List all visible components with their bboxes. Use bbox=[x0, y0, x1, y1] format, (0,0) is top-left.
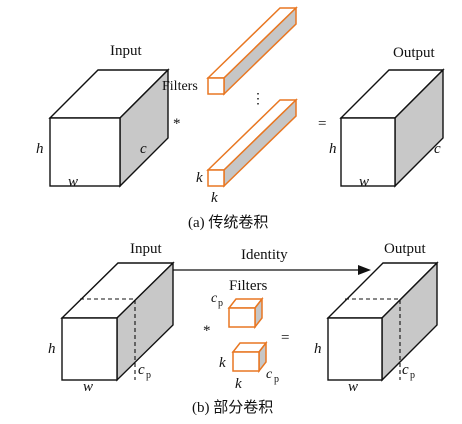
cp-label-b-out-p: p bbox=[410, 370, 415, 381]
width-label-a-out: w bbox=[359, 174, 369, 190]
width-label-b-out: w bbox=[348, 379, 358, 395]
filters-label-b: Filters bbox=[229, 278, 267, 294]
height-label-b-out: h bbox=[314, 341, 322, 357]
cp-label-b-p: p bbox=[146, 370, 151, 381]
cp-label-filter-b-top-p: p bbox=[218, 298, 223, 309]
width-label-b: w bbox=[83, 379, 93, 395]
cp-label-filter-b-bottom-c: c bbox=[266, 367, 273, 382]
channel-label-a: c bbox=[140, 141, 147, 157]
caption-a: (a) 传统卷积 bbox=[188, 214, 268, 231]
cp-label-filter-b-bottom-p: p bbox=[274, 374, 279, 385]
output-cube-b-front bbox=[327, 317, 383, 381]
input-cube-b-front bbox=[61, 317, 118, 381]
filters-label-a: Filters bbox=[162, 79, 198, 94]
input-cube-a bbox=[48, 68, 170, 188]
height-label-b: h bbox=[48, 341, 56, 357]
filter-top-b bbox=[227, 296, 264, 330]
output-cube-a bbox=[339, 68, 445, 188]
identity-arrow-head bbox=[358, 265, 371, 275]
convolution-star-b: * bbox=[203, 323, 211, 339]
input-cube-a-front bbox=[49, 117, 121, 187]
cp-label-b-out: c p bbox=[402, 362, 415, 381]
convolution-star-a: * bbox=[173, 116, 181, 132]
height-label-a-out: h bbox=[329, 141, 337, 157]
channel-label-a-out: c bbox=[434, 141, 441, 157]
cp-label-b: c p bbox=[138, 362, 151, 381]
output-cube-a-front bbox=[340, 117, 396, 187]
kernel-height-label-a: k bbox=[196, 170, 203, 186]
filter-bottom-a bbox=[206, 98, 298, 188]
equals-a: = bbox=[318, 116, 326, 132]
filter-bottom-b-front bbox=[232, 351, 260, 372]
cp-label-filter-b-top: c p bbox=[211, 291, 223, 309]
cp-label-filter-b-top-c: c bbox=[211, 291, 218, 306]
output-label-a: Output bbox=[393, 45, 436, 61]
filter-bottom-a-front bbox=[207, 169, 225, 187]
input-cube-b bbox=[60, 261, 175, 382]
partial-region-dash-b-out bbox=[345, 298, 401, 380]
filter-top-b-front bbox=[228, 307, 256, 328]
kernel-width-label-b: k bbox=[235, 376, 242, 392]
kernel-width-label-a: k bbox=[211, 190, 218, 206]
cp-label-filter-b-bottom: c p bbox=[266, 367, 279, 385]
cp-label-b-c: c bbox=[138, 362, 145, 378]
identity-label: Identity bbox=[241, 247, 288, 263]
width-label-a: w bbox=[68, 174, 78, 190]
partial-region-dash-b bbox=[80, 298, 136, 380]
caption-b: (b) 部分卷积 bbox=[192, 399, 273, 416]
output-cube-b bbox=[326, 261, 439, 382]
equals-b: = bbox=[281, 330, 289, 346]
input-label-b: Input bbox=[130, 241, 162, 257]
filter-top-a bbox=[206, 6, 298, 96]
filter-bottom-b bbox=[231, 340, 268, 374]
kernel-height-label-b: k bbox=[219, 355, 226, 371]
filter-top-a-front bbox=[207, 77, 225, 95]
height-label-a: h bbox=[36, 141, 44, 157]
vdots-a: ⋮ bbox=[251, 92, 265, 107]
cp-label-b-out-c: c bbox=[402, 362, 409, 378]
input-label-a: Input bbox=[110, 43, 142, 59]
output-label-b: Output bbox=[384, 241, 427, 257]
